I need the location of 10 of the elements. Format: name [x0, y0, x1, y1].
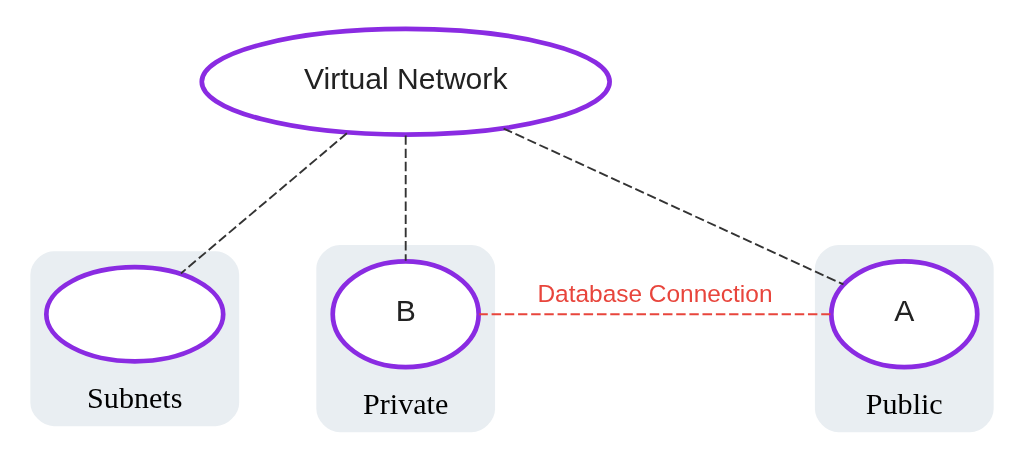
connector [502, 127, 845, 285]
cluster: Subnets [30, 250, 240, 426]
node-ellipse: Virtual Network [199, 26, 612, 137]
connector [179, 131, 348, 274]
edge-label: Database Connection [537, 279, 773, 307]
node-ellipse: B [330, 258, 481, 369]
connector [478, 312, 832, 315]
node-cloud [44, 264, 226, 364]
connector [404, 134, 407, 262]
node-ellipse: A [828, 258, 980, 369]
